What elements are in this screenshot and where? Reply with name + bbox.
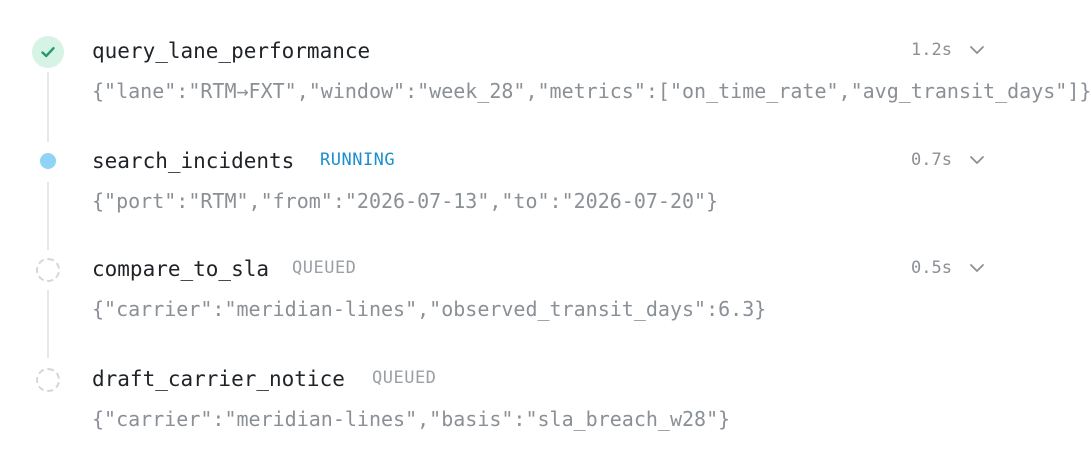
step-duration: 0.5s [911,258,952,278]
tool-step-query-lane-performance[interactable]: query_lane_performance 1.2s {"lane":"RTM… [0,0,1091,110]
tool-name: draft_carrier_notice [92,367,345,391]
tool-arguments: {"lane":"RTM→FXT","window":"week_28","me… [92,79,1091,103]
status-badge: QUEUED [292,258,357,278]
step-duration: 1.2s [911,40,952,60]
check-circle-icon [32,36,64,68]
status-badge: QUEUED [372,368,437,388]
tool-step-compare-to-sla[interactable]: compare_to_sla QUEUED 0.5s {"carrier":"m… [0,0,1020,321]
tool-arguments: {"port":"RTM","from":"2026-07-13","to":"… [92,189,719,213]
chevron-down-icon[interactable] [968,44,986,56]
tool-arguments: {"carrier":"meridian-lines","basis":"sla… [92,407,731,431]
tool-name: compare_to_sla [92,257,270,281]
dashed-circle-icon [36,368,60,392]
tool-step-search-incidents[interactable]: search_incidents RUNNING 0.7s {"port":"R… [0,0,1020,213]
tool-arguments: {"carrier":"meridian-lines","observed_tr… [92,297,767,321]
tool-call-timeline: query_lane_performance 1.2s {"lane":"RTM… [0,0,1091,431]
running-dot-icon [40,153,56,169]
timeline-connector [47,72,49,142]
tool-name: search_incidents [92,149,295,173]
step-duration: 0.7s [911,150,952,170]
timeline-connector [47,182,49,250]
dashed-circle-icon [36,258,60,282]
chevron-down-icon[interactable] [968,154,986,166]
tool-name: query_lane_performance [92,39,371,63]
chevron-down-icon[interactable] [968,262,986,274]
status-badge: RUNNING [320,150,396,170]
timeline-connector [47,290,49,358]
tool-step-draft-carrier-notice[interactable]: draft_carrier_notice QUEUED {"carrier":"… [0,0,1020,431]
